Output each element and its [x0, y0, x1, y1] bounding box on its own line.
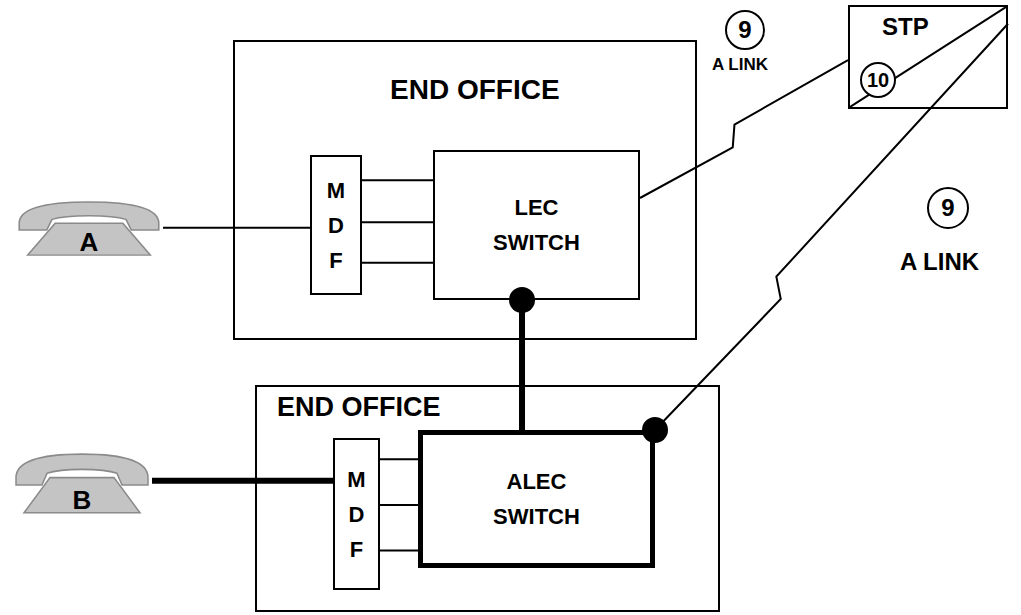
office-box: END OFFICE M D F ALEC SWITCH	[255, 385, 720, 612]
link-line	[362, 221, 433, 223]
callout-number: 9	[927, 187, 969, 229]
link-connector	[163, 227, 310, 228]
text-column: STP	[880, 13, 931, 42]
label-holder: 9	[927, 187, 969, 229]
switch-box: ALEC SWITCH	[418, 430, 655, 568]
office-title: END OFFICE	[277, 391, 441, 423]
link-connector	[380, 504, 418, 505]
link-line	[380, 504, 418, 506]
text-column: M D F	[343, 462, 371, 567]
label-holder: A LINK	[710, 55, 770, 75]
link-connector	[380, 550, 418, 551]
text-column: LEC SWITCH	[481, 190, 593, 260]
link-line	[163, 227, 310, 229]
office-box: END OFFICE M D F LEC SWITCH	[233, 40, 697, 340]
link-line	[380, 458, 418, 460]
telephone-handset	[19, 202, 159, 230]
phone-letter: B	[73, 485, 92, 516]
link-line	[380, 549, 418, 551]
link-connector	[509, 287, 535, 430]
link-connector	[362, 180, 433, 181]
link-connector	[362, 222, 433, 223]
callout-number: 9	[725, 10, 765, 50]
text-column: ALEC SWITCH	[481, 464, 593, 534]
callout-number: 10	[860, 62, 896, 98]
link-label: A LINK	[898, 248, 981, 276]
link-connector	[640, 60, 848, 198]
link-connector	[362, 262, 433, 263]
link-line	[362, 262, 433, 264]
link-line	[152, 478, 333, 484]
telephone: B	[12, 452, 152, 516]
link-label: A LINK	[710, 55, 770, 75]
text-column: END OFFICE	[277, 391, 441, 423]
label-holder: A LINK	[898, 248, 981, 276]
connection-dot	[509, 287, 535, 313]
link-line	[519, 300, 525, 430]
text-column: M D F	[322, 173, 350, 278]
link-line	[655, 24, 1008, 430]
mdf-box: M D F	[333, 438, 380, 590]
link-connector	[152, 480, 333, 481]
box-label: LEC SWITCH	[481, 190, 593, 260]
phone-letter: A	[80, 227, 99, 258]
text-column: A	[80, 227, 99, 258]
link-connector	[380, 459, 418, 460]
stp-divider	[850, 7, 1006, 107]
telephone: A	[15, 200, 163, 258]
office-title: END OFFICE	[390, 73, 560, 107]
box-label: M D F	[343, 462, 371, 567]
box-label: STP	[880, 13, 931, 42]
mdf-box: M D F	[310, 155, 362, 295]
link-line	[640, 60, 848, 198]
box-label: M D F	[322, 173, 350, 278]
label-holder: 10	[860, 62, 896, 98]
text-column: B	[73, 485, 92, 516]
box-label: ALEC SWITCH	[481, 464, 593, 534]
telephone-handset	[16, 454, 148, 485]
link-line	[362, 179, 433, 181]
text-column: END OFFICE	[390, 73, 560, 107]
switch-box: LEC SWITCH	[433, 150, 640, 300]
label-holder: 9	[725, 10, 765, 50]
